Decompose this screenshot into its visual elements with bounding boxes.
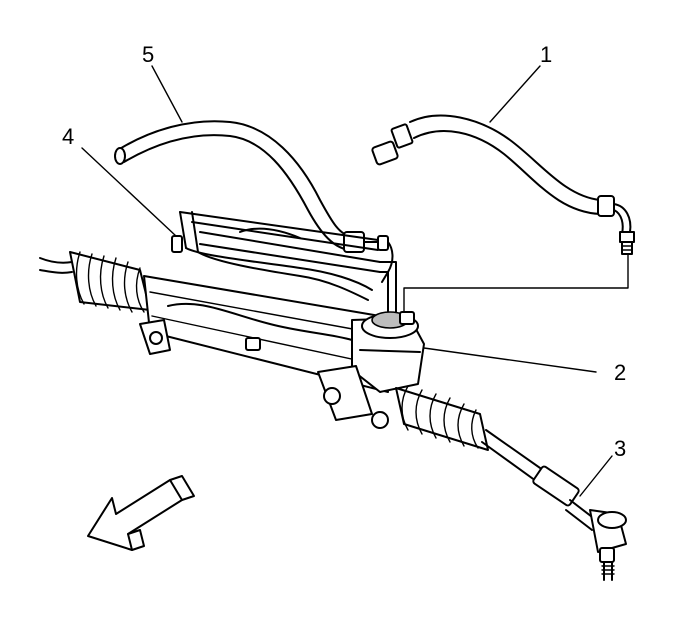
front-arrow-icon bbox=[87, 475, 195, 551]
pressure-hose bbox=[371, 114, 635, 255]
pipe-bracket bbox=[171, 211, 397, 321]
leader-lines bbox=[81, 65, 629, 497]
rack-housing bbox=[39, 251, 489, 451]
callout-4: 4 bbox=[62, 124, 74, 149]
callout-1: 1 bbox=[540, 42, 552, 67]
callout-5: 5 bbox=[142, 42, 154, 67]
callout-3: 3 bbox=[614, 436, 626, 461]
callout-2: 2 bbox=[614, 360, 626, 385]
tie-rod-end bbox=[481, 429, 627, 581]
